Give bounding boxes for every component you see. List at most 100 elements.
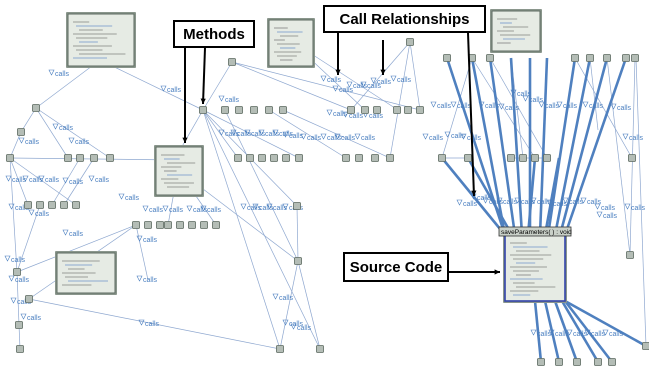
focused-method-source-panel[interactable] xyxy=(503,233,567,303)
calls-edge-label: calls xyxy=(589,103,604,110)
method-node[interactable] xyxy=(532,155,539,162)
method-node[interactable] xyxy=(157,222,164,229)
method-node[interactable] xyxy=(177,222,184,229)
method-node[interactable] xyxy=(629,155,636,162)
method-node[interactable] xyxy=(201,222,208,229)
method-node[interactable] xyxy=(417,107,424,114)
method-node[interactable] xyxy=(251,107,258,114)
method-node[interactable] xyxy=(407,39,414,46)
method-node[interactable] xyxy=(643,343,649,350)
method-node[interactable] xyxy=(280,107,287,114)
method-node[interactable] xyxy=(91,155,98,162)
call-arrow-marker xyxy=(137,276,142,281)
method-node[interactable] xyxy=(394,107,401,114)
method-node[interactable] xyxy=(271,155,278,162)
method-node[interactable] xyxy=(574,359,581,366)
highlighted-call-edge xyxy=(565,301,646,346)
call-arrow-marker xyxy=(321,134,326,139)
method-node[interactable] xyxy=(49,202,56,209)
method-node[interactable] xyxy=(277,346,284,353)
method-node[interactable] xyxy=(133,222,140,229)
method-node[interactable] xyxy=(7,155,14,162)
method-node[interactable] xyxy=(65,155,72,162)
method-node[interactable] xyxy=(572,55,579,62)
method-node[interactable] xyxy=(77,155,84,162)
source-code-panel[interactable] xyxy=(66,12,136,68)
calls-edge-label: calls xyxy=(555,331,570,338)
methods-callout-label: Methods xyxy=(183,26,245,43)
call-relationships-callout-label: Call Relationships xyxy=(339,11,469,28)
method-node[interactable] xyxy=(627,252,634,259)
method-node[interactable] xyxy=(465,155,472,162)
method-node[interactable] xyxy=(37,202,44,209)
calls-edge-label: calls xyxy=(193,207,208,214)
method-node[interactable] xyxy=(387,155,394,162)
method-node[interactable] xyxy=(61,202,68,209)
method-node[interactable] xyxy=(236,107,243,114)
method-node[interactable] xyxy=(235,155,242,162)
method-node[interactable] xyxy=(374,107,381,114)
highlighted-call-edge xyxy=(490,58,515,235)
call-edge xyxy=(136,225,148,280)
method-node[interactable] xyxy=(259,155,266,162)
calls-edge-label: calls xyxy=(45,177,60,184)
method-node[interactable] xyxy=(508,155,515,162)
method-node[interactable] xyxy=(189,222,196,229)
method-node[interactable] xyxy=(632,55,639,62)
method-node[interactable] xyxy=(229,59,236,66)
focused-method-title-bar[interactable]: saveParameters( ) : void xyxy=(499,227,572,236)
method-node[interactable] xyxy=(33,105,40,112)
call-arrow-marker xyxy=(21,314,26,319)
call-edge xyxy=(203,110,280,349)
method-node[interactable] xyxy=(294,203,301,210)
method-node[interactable] xyxy=(587,55,594,62)
method-node[interactable] xyxy=(283,155,290,162)
method-node[interactable] xyxy=(295,258,302,265)
source-code-panel[interactable] xyxy=(154,145,204,197)
method-node[interactable] xyxy=(520,155,527,162)
source-code-panel[interactable] xyxy=(490,9,542,53)
method-node[interactable] xyxy=(439,155,446,162)
method-node[interactable] xyxy=(623,55,630,62)
source-code-panel[interactable] xyxy=(267,18,315,68)
method-node[interactable] xyxy=(405,107,412,114)
calls-edge-label: calls xyxy=(503,199,518,206)
method-node[interactable] xyxy=(200,107,207,114)
method-node[interactable] xyxy=(213,222,220,229)
highlighted-call-edge xyxy=(565,58,626,235)
method-node[interactable] xyxy=(145,222,152,229)
source-code-panel[interactable] xyxy=(55,251,117,295)
method-node[interactable] xyxy=(73,202,80,209)
method-node[interactable] xyxy=(16,322,23,329)
method-node[interactable] xyxy=(538,359,545,366)
method-node[interactable] xyxy=(348,107,355,114)
method-node[interactable] xyxy=(604,55,611,62)
call-arrow-marker xyxy=(583,102,588,107)
method-node[interactable] xyxy=(372,155,379,162)
method-node[interactable] xyxy=(595,359,602,366)
method-node[interactable] xyxy=(247,155,254,162)
method-node[interactable] xyxy=(362,107,369,114)
method-node[interactable] xyxy=(609,359,616,366)
method-node[interactable] xyxy=(17,346,24,353)
method-node[interactable] xyxy=(556,359,563,366)
method-node[interactable] xyxy=(343,155,350,162)
call-arrow-marker xyxy=(273,294,278,299)
method-node[interactable] xyxy=(18,129,25,136)
call-arrow-marker xyxy=(49,70,54,75)
method-node[interactable] xyxy=(317,346,324,353)
calls-edge-label: calls xyxy=(601,205,616,212)
method-node[interactable] xyxy=(14,269,21,276)
method-node[interactable] xyxy=(444,55,451,62)
call-edge xyxy=(180,110,203,150)
method-node[interactable] xyxy=(26,296,33,303)
method-node[interactable] xyxy=(356,155,363,162)
method-node[interactable] xyxy=(544,155,551,162)
method-node[interactable] xyxy=(222,107,229,114)
method-node[interactable] xyxy=(296,155,303,162)
method-node[interactable] xyxy=(107,155,114,162)
method-node[interactable] xyxy=(165,222,172,229)
method-node[interactable] xyxy=(487,55,494,62)
method-node[interactable] xyxy=(25,202,32,209)
method-node[interactable] xyxy=(266,107,273,114)
